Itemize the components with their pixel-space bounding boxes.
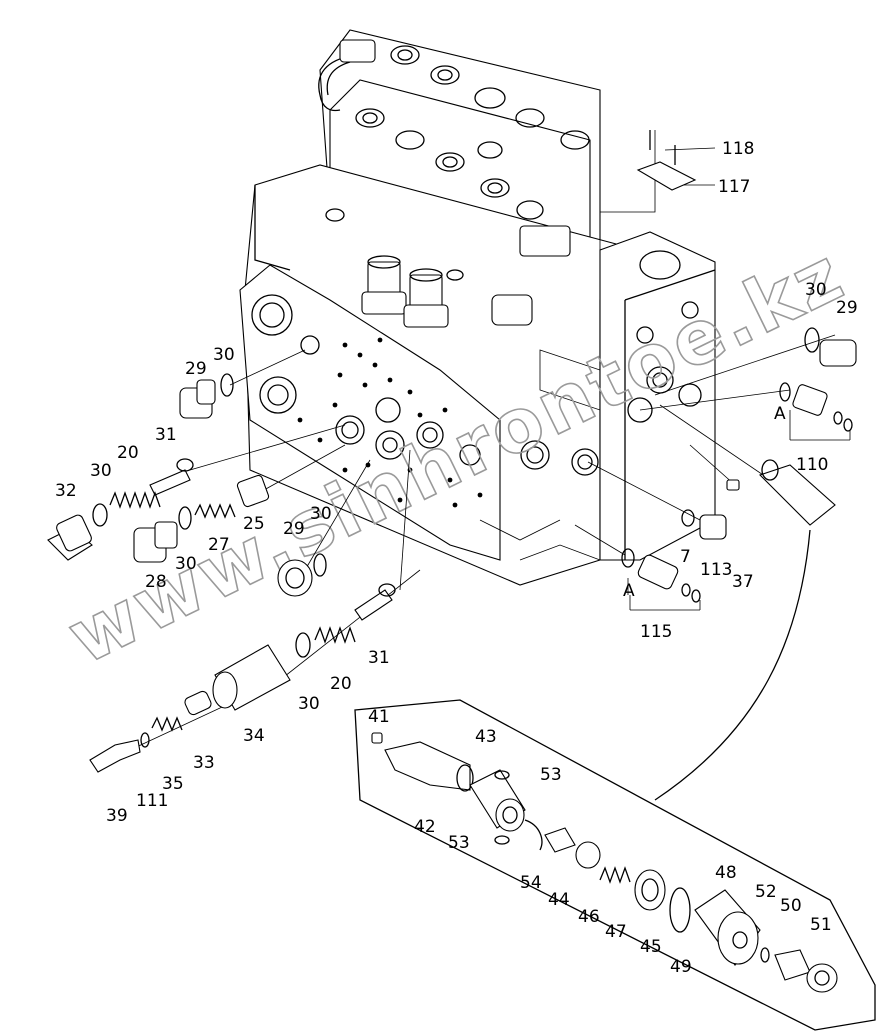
label-A: A (623, 581, 635, 601)
part-labels: 118 117 30 29 29 30 31 20 30 32 27 25 28… (55, 139, 858, 977)
label-117: 117 (718, 177, 750, 197)
label-28: 28 (145, 572, 167, 592)
control-valve-body (239, 29, 716, 586)
label-50: 50 (780, 896, 802, 916)
part-110-valve (779, 382, 853, 432)
part-27-spring (194, 503, 236, 519)
part-30-oring-right (804, 327, 820, 353)
part-30-oring-left (220, 373, 234, 397)
label-32: 32 (55, 481, 77, 501)
label-42: 42 (414, 817, 436, 837)
part-30-oring-c (92, 503, 108, 527)
label-48: 48 (715, 863, 737, 883)
part-118-screws (649, 130, 676, 165)
label-113: 113 (700, 560, 732, 580)
detail-inset (354, 699, 876, 1031)
part-33-poppet (184, 690, 212, 716)
part-20-spring-upper (109, 491, 161, 509)
part-32-relief (47, 514, 93, 561)
part-31-spool-upper (149, 458, 194, 496)
label-30: 30 (175, 554, 197, 574)
label-51: 51 (810, 915, 832, 935)
group-brackets (627, 410, 851, 611)
label-118: 118 (722, 139, 754, 159)
callout-line (654, 529, 811, 801)
label-44: 44 (548, 890, 570, 910)
label-47: 47 (605, 922, 627, 942)
part-31-spool-lower (354, 583, 396, 621)
label-30: 30 (310, 504, 332, 524)
label-30: 30 (298, 694, 320, 714)
label-27: 27 (208, 535, 230, 555)
label-29: 29 (185, 359, 207, 379)
label-115: 115 (640, 622, 672, 642)
part-39-screw (89, 739, 141, 773)
part-30-oring-f (295, 632, 311, 658)
label-39: 39 (106, 806, 128, 826)
label-46: 46 (578, 907, 600, 927)
label-37: 37 (732, 572, 754, 592)
label-111: 111 (136, 791, 168, 811)
label-29: 29 (836, 298, 858, 318)
label-7: 7 (680, 547, 691, 567)
label-20: 20 (330, 674, 352, 694)
label-53: 53 (448, 833, 470, 853)
part-20-spring-lower (314, 626, 356, 644)
label-30: 30 (213, 345, 235, 365)
label-52: 52 (755, 882, 777, 902)
label-A: A (774, 404, 786, 424)
label-110: 110 (796, 455, 828, 475)
part-37-plug (726, 479, 740, 491)
label-20: 20 (117, 443, 139, 463)
label-31: 31 (155, 425, 177, 445)
part-28-plug (133, 521, 178, 563)
label-49: 49 (670, 957, 692, 977)
label-43: 43 (475, 727, 497, 747)
label-30: 30 (90, 461, 112, 481)
part-35-spring (151, 716, 183, 732)
part-111-oring (140, 732, 150, 748)
label-30: 30 (805, 280, 827, 300)
part-30-oring-e (313, 553, 327, 577)
part-115-valve (621, 548, 701, 603)
part-29-plug-left (179, 379, 216, 419)
label-33: 33 (193, 753, 215, 773)
part-113-plug (699, 514, 727, 540)
part-7-oring (681, 509, 695, 527)
label-34: 34 (243, 726, 265, 746)
part-30-oring-d (178, 506, 192, 530)
part-34-housing (212, 644, 291, 711)
part-relief-right (758, 459, 836, 526)
label-25: 25 (243, 514, 265, 534)
label-45: 45 (640, 937, 662, 957)
part-29-plug-right (819, 339, 857, 367)
label-35: 35 (162, 774, 184, 794)
part-29-plug-center (277, 559, 313, 597)
part-117-nameplate (636, 161, 697, 191)
label-53: 53 (540, 765, 562, 785)
label-41: 41 (368, 707, 390, 727)
label-54: 54 (520, 873, 542, 893)
part-25-plug (236, 474, 270, 508)
label-31: 31 (368, 648, 390, 668)
label-29: 29 (283, 519, 305, 539)
